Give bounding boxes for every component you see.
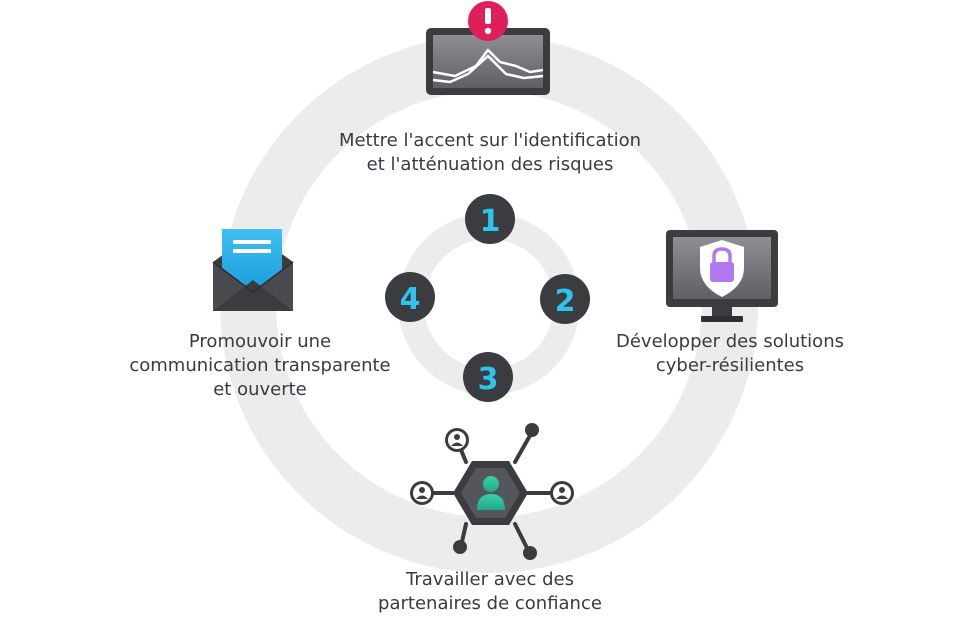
step-1-line-1: Mettre l'accent sur l'identification <box>338 130 642 151</box>
alert-chart-monitor-icon <box>426 1 550 95</box>
step-2-line-1: Développer des solutions <box>616 331 844 352</box>
step-node-1: 1 <box>465 194 515 244</box>
partner-network-icon <box>410 423 574 560</box>
user-icon-top <box>445 428 469 452</box>
step-label-4: Promouvoir une communication transparent… <box>100 330 420 402</box>
step-3-line-1: Travailler avec des <box>406 569 574 590</box>
shield-lock-monitor-icon <box>666 230 778 322</box>
step-label-3: Travailler avec des partenaires de confi… <box>340 568 640 616</box>
envelope-message-icon <box>212 229 294 311</box>
step-3-line-2: partenaires de confiance <box>378 593 602 614</box>
step-label-2: Développer des solutions cyber-résilient… <box>580 330 880 378</box>
step-2-line-2: cyber-résilientes <box>655 355 805 376</box>
step-4-line-2: communication transparente <box>129 355 391 376</box>
step-node-3: 3 <box>463 352 513 402</box>
step-number-3: 3 <box>478 362 499 397</box>
step-label-1: Mettre l'accent sur l'identification et … <box>300 129 680 177</box>
step-1-line-2: et l'atténuation des risques <box>366 154 614 175</box>
user-icon-right <box>550 481 574 505</box>
step-node-4: 4 <box>385 272 435 322</box>
user-icon-left <box>410 481 434 505</box>
step-node-2: 2 <box>540 274 590 324</box>
step-number-2: 2 <box>555 284 576 319</box>
step-4-line-3: et ouverte <box>213 379 307 400</box>
step-number-1: 1 <box>480 204 501 239</box>
step-number-4: 4 <box>400 282 421 317</box>
step-4-line-1: Promouvoir une <box>188 331 332 352</box>
